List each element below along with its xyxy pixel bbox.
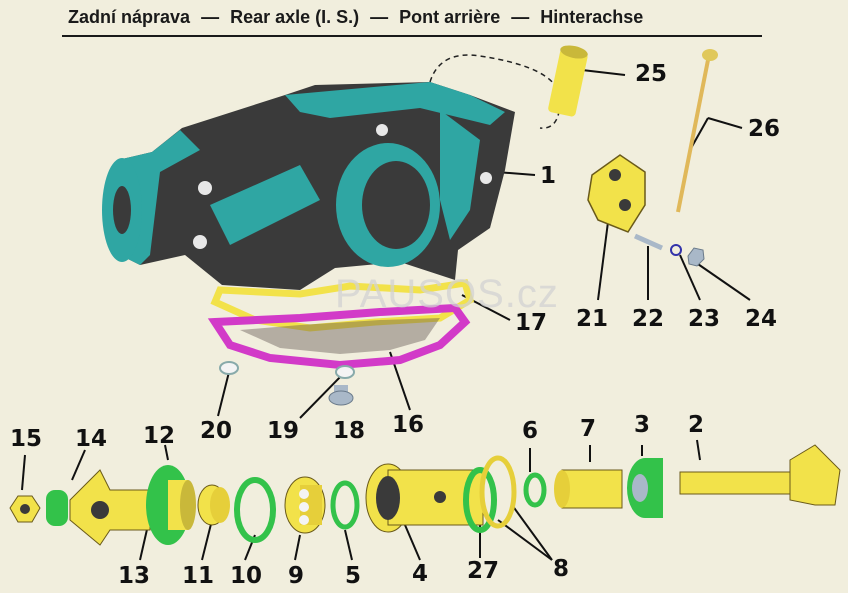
shim-10 xyxy=(234,477,276,543)
drain-plug-18 xyxy=(328,385,354,406)
spring-washer-23 xyxy=(670,244,682,256)
title-german: Hinterachse xyxy=(540,7,644,27)
watermark: PAUSOS.cz xyxy=(335,272,559,316)
rear-cover xyxy=(207,303,471,370)
callout-12: 12 xyxy=(143,423,176,449)
callout-21: 21 xyxy=(576,306,609,332)
callout-22: 22 xyxy=(632,306,665,332)
title-french: Pont arrière xyxy=(399,7,501,27)
callout-18: 18 xyxy=(333,418,366,444)
callout-7: 7 xyxy=(580,416,597,442)
callout-19: 19 xyxy=(267,418,300,444)
title-czech: Zadní náprava xyxy=(68,7,191,27)
callout-14: 14 xyxy=(75,426,108,452)
flange-21 xyxy=(587,154,646,233)
callout-15: 15 xyxy=(10,426,43,452)
callout-9: 9 xyxy=(288,563,305,589)
title-separator: — xyxy=(201,7,220,27)
title-english: Rear axle (I. S.) xyxy=(230,7,360,27)
breather-hose xyxy=(429,54,561,129)
callout-27: 27 xyxy=(467,558,500,584)
spacer-sleeve-7 xyxy=(554,469,623,509)
callout-1: 1 xyxy=(540,163,557,189)
bearing-cap-12 xyxy=(146,465,196,545)
shim-27 xyxy=(463,467,497,533)
title-separator: — xyxy=(511,7,530,27)
callout-17: 17 xyxy=(515,310,548,336)
callout-25: 25 xyxy=(635,61,668,87)
shim-6 xyxy=(523,472,547,508)
callout-23: 23 xyxy=(688,306,721,332)
bearing-3 xyxy=(627,458,663,518)
callout-2: 2 xyxy=(688,412,705,438)
differential-housing xyxy=(102,82,515,290)
callout-8: 8 xyxy=(553,556,570,582)
callout-16: 16 xyxy=(392,412,425,438)
callout-10: 10 xyxy=(230,563,263,589)
drive-pinion-2 xyxy=(679,444,841,506)
leader-lines xyxy=(21,69,751,561)
filler-tube-25 xyxy=(548,45,588,117)
callout-24: 24 xyxy=(745,306,778,332)
callout-6: 6 xyxy=(522,418,539,444)
collar-11 xyxy=(197,484,230,526)
shims-8 xyxy=(479,455,517,529)
seal-14 xyxy=(46,490,68,526)
callout-26: 26 xyxy=(748,116,781,142)
page-header: Zadní náprava — Rear axle (I. S.) — Pont… xyxy=(62,3,762,37)
bolt-22 xyxy=(633,233,664,251)
title-separator: — xyxy=(370,7,389,27)
washer-19 xyxy=(335,365,355,379)
bearing-9 xyxy=(284,476,326,534)
washer-20 xyxy=(219,361,239,375)
flange-13 xyxy=(69,469,151,546)
callout-20: 20 xyxy=(200,418,233,444)
o-ring-5 xyxy=(330,480,360,530)
callout-5: 5 xyxy=(345,563,362,589)
callout-3: 3 xyxy=(634,412,651,438)
nut-24 xyxy=(687,247,705,267)
callout-11: 11 xyxy=(182,563,215,589)
callout-4: 4 xyxy=(412,561,429,587)
callout-13: 13 xyxy=(118,563,151,589)
dipstick-26 xyxy=(676,49,718,213)
